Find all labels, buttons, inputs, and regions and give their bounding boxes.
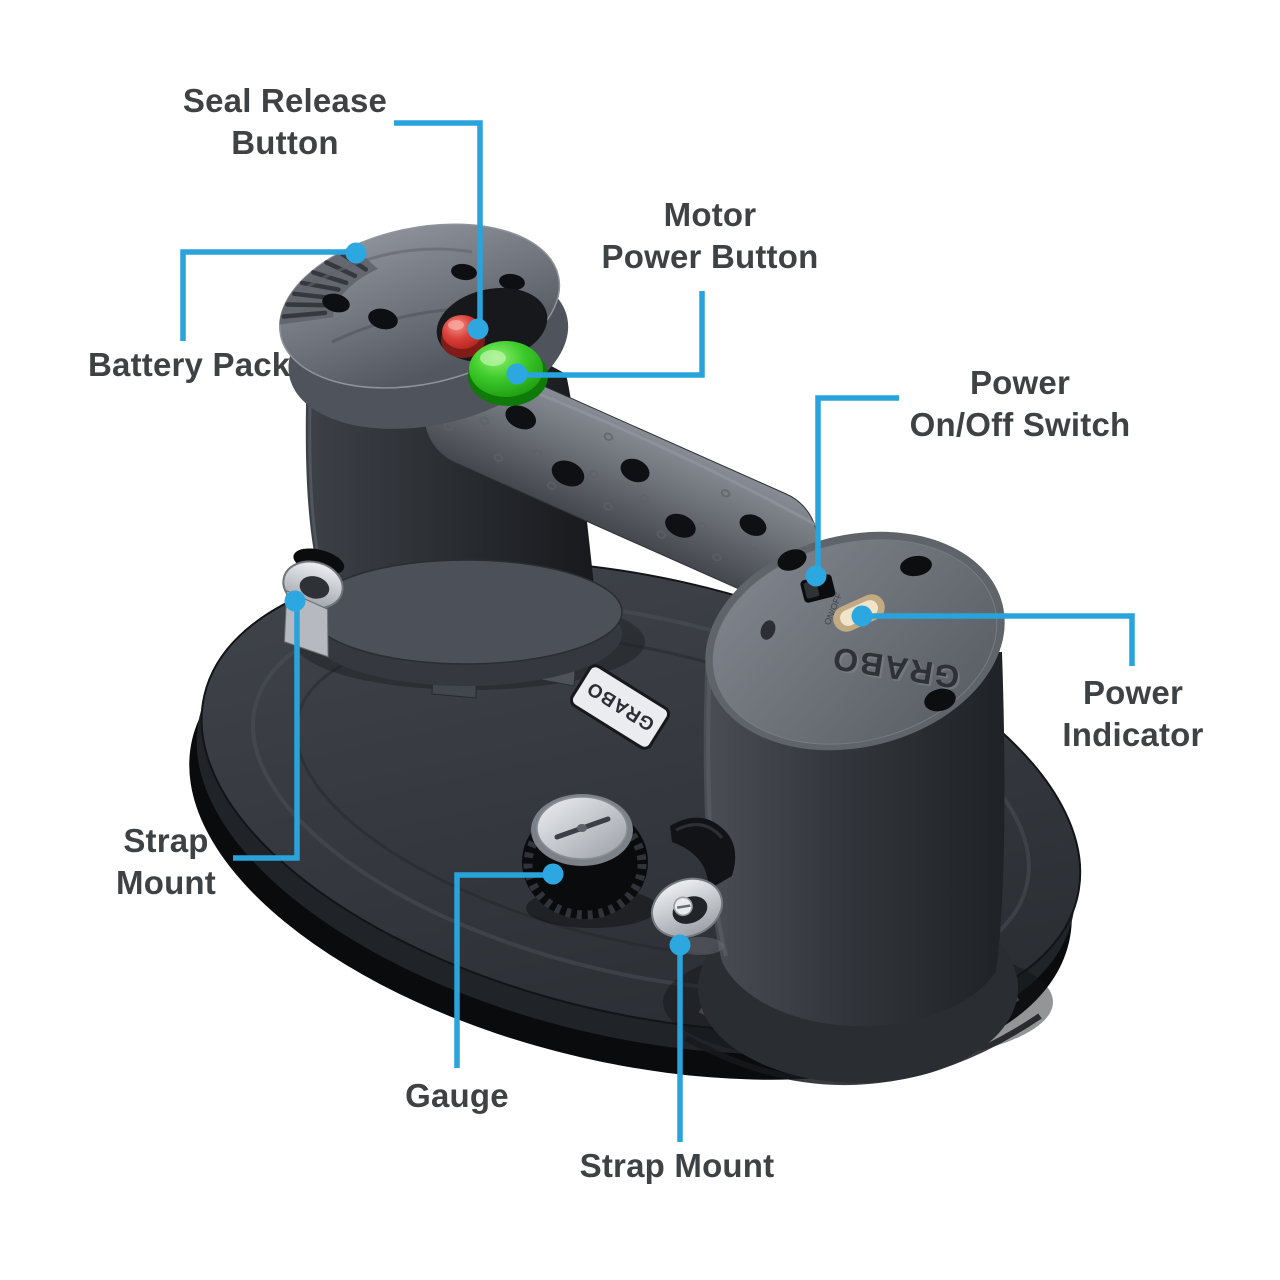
- dot-gauge: [542, 863, 564, 885]
- motor-power-label-line2: Power Button: [601, 238, 819, 275]
- motor-power-label: Motor Power Button: [575, 194, 845, 278]
- seal-release-label-line2: Button: [231, 124, 339, 161]
- strap-mount-bottom-part: [651, 877, 723, 939]
- leader-seal-release: [394, 120, 483, 327]
- leader-strap-mount-left: [233, 604, 300, 861]
- strap-mount-left-label-line1: Strap: [123, 822, 209, 859]
- battery-pack-label-text: Battery Pack: [88, 346, 291, 383]
- dot-power-switch: [805, 565, 827, 587]
- left-flange: [309, 559, 623, 665]
- power-switch-label-line1: Power: [969, 364, 1071, 401]
- right-tower-top-face: [712, 539, 998, 745]
- dot-power-indicator: [851, 605, 873, 627]
- power-indicator-label-line2: Indicator: [1062, 716, 1204, 753]
- brand-plate: GRABO: [569, 664, 671, 750]
- power-switch-label-line2: On/Off Switch: [909, 406, 1131, 443]
- dot-strap-mount-left: [284, 590, 306, 612]
- base-groove-outer: [250, 599, 1031, 994]
- leader-gauge: [454, 872, 549, 1068]
- brand-plate-face: [569, 664, 671, 750]
- right-tower-screw-holes: [760, 549, 956, 712]
- strap-loop-highlight: [675, 823, 724, 839]
- leader-battery-pack: [180, 249, 354, 341]
- cap-screw-holes: [322, 263, 525, 330]
- dot-seal-release: [467, 318, 489, 340]
- leader-power-switch: [815, 395, 899, 572]
- gauge-knob: [522, 794, 658, 928]
- power-switch-label: Power On/Off Switch: [890, 362, 1150, 446]
- battery-pack-label: Battery Pack: [88, 344, 290, 386]
- leader-lines: [180, 120, 1135, 1142]
- strap-mount-left-label: Strap Mount: [91, 820, 241, 904]
- strap-mount-bottom-label: Strap Mount: [572, 1145, 782, 1187]
- power-indicator-label: Power Indicator: [1038, 672, 1228, 756]
- gauge-label: Gauge: [394, 1075, 520, 1117]
- strap-mount-bottom-label-text: Strap Mount: [579, 1147, 775, 1184]
- seal-release-label: Seal Release Button: [150, 80, 420, 164]
- dot-battery-pack: [345, 242, 367, 264]
- strap-mount-left-label-line2: Mount: [116, 864, 216, 901]
- handle-vent-holes: [505, 405, 767, 538]
- leader-motor-power: [521, 291, 705, 378]
- power-indicator-label-line1: Power: [1082, 674, 1184, 711]
- dot-motor-power: [506, 363, 528, 385]
- leader-dots: [284, 242, 873, 956]
- leader-power-indicator: [864, 613, 1135, 666]
- dot-strap-mount-bottom: [669, 934, 691, 956]
- cap-ridge-line: [301, 247, 473, 292]
- motor-power-label-line1: Motor: [663, 196, 757, 233]
- seal-release-label-line1: Seal Release: [182, 82, 388, 119]
- gauge-label-text: Gauge: [405, 1077, 509, 1114]
